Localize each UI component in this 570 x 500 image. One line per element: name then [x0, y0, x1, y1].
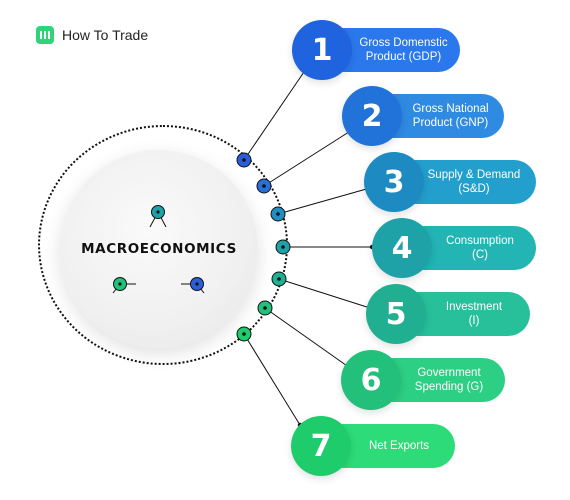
factor-label-6: Government Spending (G) [414, 367, 484, 393]
factor-label-4: Consumption (C) [446, 235, 514, 261]
orbit-node-center-1 [242, 158, 246, 162]
factor-label-1: Gross Domenstic Product (GDP) [359, 37, 448, 63]
orbit-node-center-2 [262, 184, 266, 188]
orbit-node-center-6 [263, 306, 267, 310]
connector-line-3 [277, 187, 371, 215]
orbit-node-center-4 [281, 245, 285, 249]
macroeconomics-title: MACROECONOMICS [81, 241, 237, 257]
orbit-node-center-5 [277, 277, 281, 281]
connector-line-6 [264, 307, 351, 369]
factor-label-3: Supply & Demand (S&D) [427, 169, 521, 195]
factor-label-7: Net Exports [368, 440, 430, 452]
connector-line-2 [263, 129, 353, 187]
factor-number-badge-1: 1 [292, 20, 352, 80]
connector-line-5 [278, 278, 371, 309]
factor-label-5: Investment (I) [445, 301, 503, 327]
bar-chart-logo-icon [36, 26, 54, 44]
factor-number-badge-4: 4 [372, 218, 432, 278]
orbit-node-center-3 [276, 212, 280, 216]
orbit-node-center-7 [242, 332, 246, 336]
factor-number-badge-7: 7 [291, 416, 351, 476]
factor-number-badge-6: 6 [341, 350, 401, 410]
connector-line-7 [243, 333, 301, 426]
brand-name: How To Trade [62, 27, 149, 43]
macroeconomics-core-circle [60, 150, 258, 348]
connector-line-1 [243, 68, 307, 161]
factor-number-badge-2: 2 [342, 86, 402, 146]
factor-number-badge-3: 3 [364, 152, 424, 212]
factor-number-badge-5: 5 [366, 284, 426, 344]
network-icon [112, 205, 205, 294]
brand-logo[interactable]: How To Trade [36, 26, 148, 44]
factor-label-2: Gross National Product (GNP) [412, 103, 489, 129]
